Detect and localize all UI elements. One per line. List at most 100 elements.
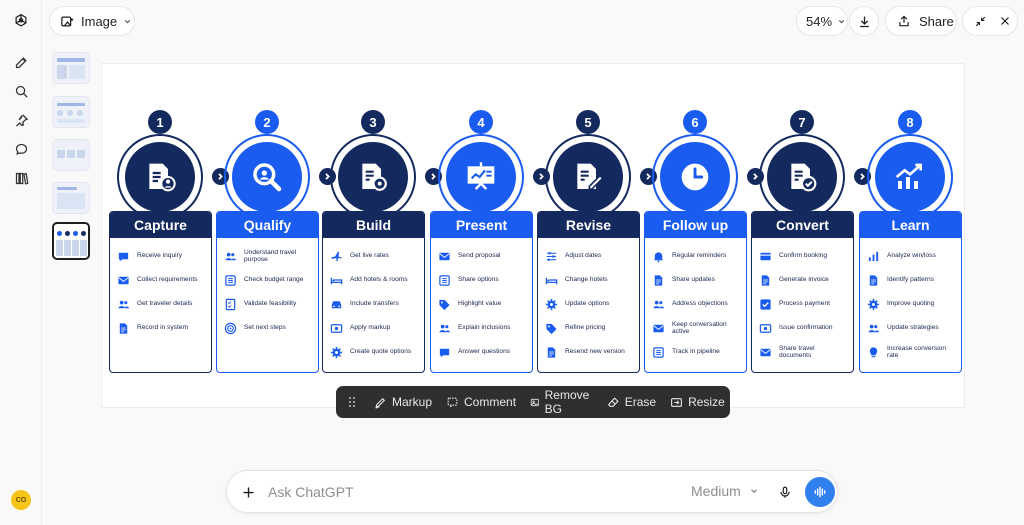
- chevron-right-icon: [854, 168, 871, 185]
- presentation-icon: [446, 142, 516, 212]
- left-rail: CO: [0, 0, 42, 525]
- image-mode-button[interactable]: Image: [49, 6, 135, 36]
- step-number: 2: [255, 110, 279, 134]
- library-icon[interactable]: [9, 166, 33, 190]
- resize-icon: [671, 397, 682, 407]
- step-icon-ring: [867, 134, 953, 220]
- list-item: Improve quoting: [867, 292, 955, 316]
- list-item-label: Get traveler details: [137, 300, 193, 308]
- microphone-icon: [780, 486, 790, 498]
- step-number: 8: [898, 110, 922, 134]
- list-item: Highlight value: [438, 292, 526, 316]
- list-item: Explain inclusions: [438, 316, 526, 340]
- step-number: 5: [576, 110, 600, 134]
- avatar[interactable]: CO: [11, 490, 31, 510]
- list-item-label: Send proposal: [458, 252, 501, 260]
- gear-icon: [545, 298, 558, 311]
- download-button[interactable]: [849, 6, 879, 36]
- collapse-icon: [975, 16, 985, 26]
- list-icon: [652, 346, 665, 359]
- step-icon-ring: [117, 134, 203, 220]
- list-item: Confirm booking: [759, 244, 847, 268]
- document-icon: [117, 322, 130, 335]
- window-controls: [962, 6, 1018, 36]
- list-item: Update options: [545, 292, 633, 316]
- list-item: Include transfers: [330, 292, 418, 316]
- search-icon[interactable]: [9, 79, 33, 103]
- minimize-button[interactable]: [970, 11, 990, 31]
- card-icon: [759, 250, 772, 263]
- thumbnail-5-active[interactable]: [52, 222, 90, 260]
- pin-icon[interactable]: [9, 108, 33, 132]
- model-dropdown[interactable]: Medium: [691, 483, 759, 499]
- eraser-icon: [607, 396, 619, 407]
- comment-label: Comment: [464, 395, 517, 409]
- thumbnail-1[interactable]: [52, 52, 90, 84]
- erase-label: Erase: [624, 395, 657, 409]
- chat-icon: [117, 250, 130, 263]
- thumbnail-4[interactable]: [52, 182, 90, 214]
- list-item-label: Resend new version: [565, 348, 625, 356]
- list-item: Share updates: [652, 268, 740, 292]
- step-title: Learn: [860, 212, 961, 238]
- zoom-dropdown[interactable]: 54%: [796, 6, 848, 36]
- erase-button[interactable]: Erase: [600, 386, 663, 418]
- list-item-label: Set next steps: [244, 324, 286, 332]
- list-icon: [438, 274, 451, 287]
- list-item-label: Refine pricing: [565, 324, 606, 332]
- list-item-label: Get live rates: [350, 252, 389, 260]
- share-button[interactable]: Share: [885, 6, 957, 36]
- growth-chart-icon: [875, 142, 945, 212]
- step-number: 6: [683, 110, 707, 134]
- resize-button[interactable]: Resize: [663, 386, 732, 418]
- list-item-label: Share updates: [672, 276, 715, 284]
- tag-icon: [545, 322, 558, 335]
- markup-button[interactable]: Markup: [367, 386, 439, 418]
- voice-mode-button[interactable]: [805, 477, 835, 507]
- dictate-button[interactable]: [775, 482, 795, 502]
- waveform-icon: [814, 486, 826, 498]
- users-icon: [867, 322, 880, 335]
- list-item-label: Identify patterns: [887, 276, 934, 284]
- close-button[interactable]: [995, 11, 1015, 31]
- comment-button[interactable]: Comment: [439, 386, 523, 418]
- users-icon: [438, 322, 451, 335]
- step-icon-ring: [759, 134, 845, 220]
- sliders-icon: [545, 250, 558, 263]
- openai-logo-icon[interactable]: [9, 9, 33, 33]
- thumbnail-3[interactable]: [52, 139, 90, 171]
- list-item: Track in pipeline: [652, 340, 740, 364]
- bar-chart-icon: [867, 250, 880, 263]
- clock-icon: [660, 142, 730, 212]
- remove-bg-button[interactable]: Remove BG: [523, 386, 600, 418]
- document-pen-icon: [553, 142, 623, 212]
- users-icon: [652, 298, 665, 311]
- prompt-input[interactable]: Ask ChatGPT: [268, 484, 354, 500]
- list-item-label: Understand travel purpose: [244, 248, 297, 264]
- list-item-label: Address objections: [672, 300, 728, 308]
- list-item: Add hotels & rooms: [330, 268, 418, 292]
- chat-bubble-icon[interactable]: [9, 137, 33, 161]
- image-tool-icon: [61, 16, 74, 26]
- list-item-label: Validate feasibility: [244, 300, 297, 308]
- step-title: Convert: [752, 212, 853, 238]
- list-item-label: Check budget range: [244, 276, 304, 284]
- new-chat-icon[interactable]: [9, 50, 33, 74]
- list-item: Send proposal: [438, 244, 526, 268]
- list-item-label: Track in pipeline: [672, 348, 720, 356]
- thumbnail-2[interactable]: [52, 96, 90, 128]
- step-number: 7: [790, 110, 814, 134]
- step-icon-ring: [652, 134, 738, 220]
- mail-icon: [652, 322, 665, 335]
- drag-handle-icon[interactable]: [342, 386, 367, 418]
- remove-bg-icon: [530, 398, 539, 406]
- add-attachment-button[interactable]: [238, 482, 258, 502]
- chat-icon: [438, 346, 451, 359]
- list-item-label: Create quote options: [350, 348, 412, 356]
- step-title: Qualify: [217, 212, 318, 238]
